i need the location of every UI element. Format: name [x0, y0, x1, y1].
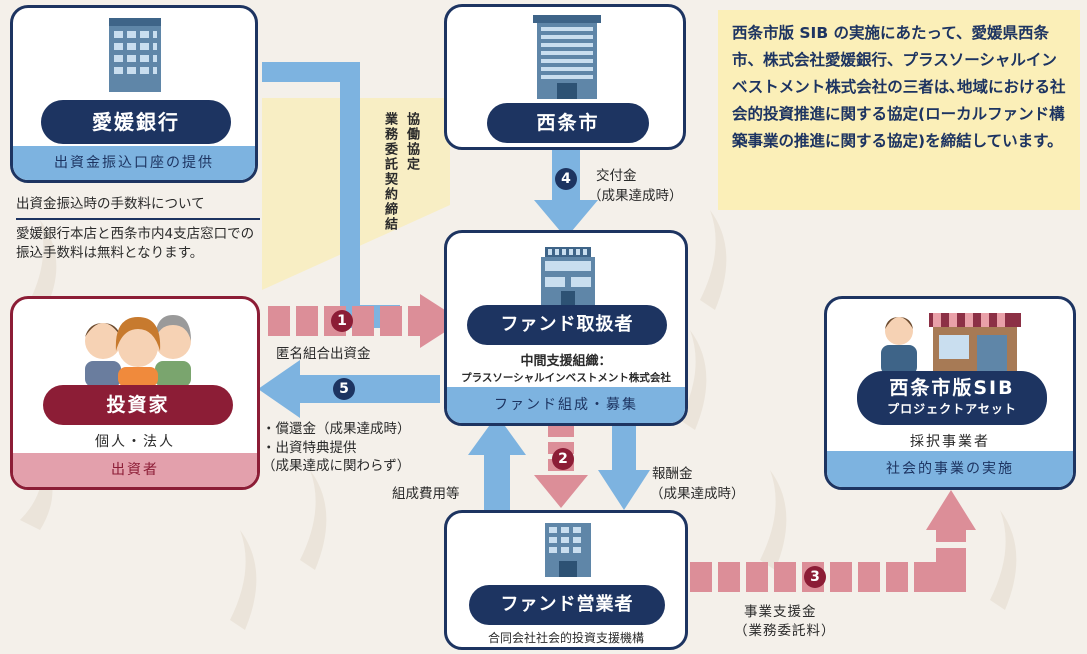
fund-handler-role: ファンド組成・募集 — [447, 387, 685, 423]
arrow-1 — [268, 294, 462, 348]
flow-2-number: 2 — [552, 448, 574, 470]
office-building-icon — [541, 247, 595, 307]
sib-name-sub: プロジェクトアセット — [887, 402, 1017, 416]
flow-5-number: 5 — [333, 378, 355, 400]
fund-operator-name: ファンド営業者 — [469, 585, 665, 625]
fund-handler-card: ファンド取扱者 中間支援組織： プラスソーシャルインベストメント株式会社 ファン… — [444, 230, 688, 426]
fund-operator-sub: 合同会社社会的投資支援機構 — [487, 631, 644, 645]
investor-role: 出資者 — [13, 453, 257, 487]
investor-card: 投資家 個人・法人 出資者 — [10, 296, 260, 490]
sib-card: 西条市版SIB プロジェクトアセット 採択事業者 社会的事業の実施 — [824, 296, 1076, 490]
sib-role: 社会的事業の実施 — [827, 451, 1073, 487]
sib-sub: 採択事業者 — [910, 434, 990, 450]
saijo-city-name: 西条市 — [487, 103, 649, 143]
formation-cost-arrow — [468, 415, 526, 510]
fund-operator-card: ファンド営業者 合同会社社会的投資支援機構 — [444, 510, 688, 650]
fee-label-1: 報酬金 — [652, 466, 693, 482]
flow-4-number: 4 — [555, 168, 577, 190]
city-hall-icon — [533, 15, 601, 99]
fund-handler-sub2: プラスソーシャルインベストメント株式会社 — [461, 372, 671, 384]
fund-handler-name: ファンド取扱者 — [467, 305, 667, 345]
flow-3-label-2: （業務委託料） — [734, 623, 836, 639]
arrow-3 — [690, 490, 976, 592]
flow-5-label-1: ・償還金（成果達成時） — [262, 421, 411, 437]
flow-4-label-2: （成果達成時） — [588, 188, 683, 204]
fee-arrow — [598, 424, 650, 510]
agreement-note: 西条市版 SIB の実施にあたって、愛媛県西条市、株式会社愛媛銀行、プラスソーシ… — [718, 10, 1080, 210]
building-icon — [109, 18, 161, 92]
brush-pattern — [20, 210, 1017, 630]
people-icon — [85, 315, 191, 387]
flow-3-number: 3 — [804, 566, 826, 588]
ehime-bank-card: 愛媛銀行 出資金振込口座の提供 — [10, 5, 258, 183]
fee-label-2: （成果達成時） — [650, 486, 745, 502]
fee-heading: 出資金振込時の手数料について — [16, 196, 260, 220]
fee-text: 愛媛銀行本店と西条市内4支店窓口での振込手数料は無料となります。 — [16, 226, 255, 261]
sib-name-pill: 西条市版SIB プロジェクトアセット — [857, 371, 1047, 425]
arrow-4 — [534, 150, 598, 238]
contract-label: 業務委託契約締結 — [382, 112, 397, 232]
agreement-label: 協働協定 — [404, 112, 419, 172]
flow-1-label: 匿名組合出資金 — [276, 346, 371, 362]
ehime-bank-name: 愛媛銀行 — [41, 100, 231, 144]
sib-name: 西条市版SIB — [889, 377, 1015, 399]
investor-name: 投資家 — [43, 385, 233, 425]
flow-3-label-1: 事業支援金 — [744, 604, 817, 620]
flow-5-label-3: （成果達成に関わらず） — [262, 458, 411, 474]
shop-icon — [881, 313, 1021, 375]
flow-5-label-2: ・出資特典提供 — [262, 440, 357, 456]
flow-1-number: 1 — [331, 310, 353, 332]
building-icon — [545, 523, 591, 577]
ehime-bank-role: 出資金振込口座の提供 — [13, 146, 255, 180]
saijo-city-card: 西条市 — [444, 4, 686, 150]
flow-4-label-1: 交付金 — [596, 168, 637, 184]
formation-cost-label: 組成費用等 — [392, 486, 460, 502]
fund-handler-sub1: 中間支援組織： — [520, 354, 612, 369]
investor-sub: 個人・法人 — [95, 434, 175, 450]
